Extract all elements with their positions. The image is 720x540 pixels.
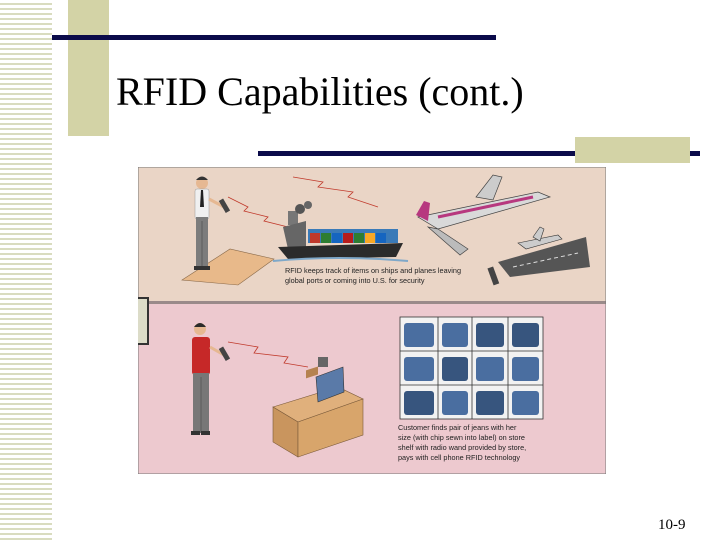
floor-mat — [181, 248, 275, 286]
small-plane — [517, 226, 563, 250]
bottom-caption-line-2: size (with chip sewn into label) on stor… — [398, 433, 525, 442]
olive-accent-right — [575, 137, 690, 163]
page-number: 10-9 — [658, 517, 686, 533]
slide-title: RFID Capabilities (cont.) — [116, 69, 524, 114]
navy-rule-middle — [258, 151, 700, 156]
navy-rule-top — [52, 35, 496, 40]
bottom-caption-line-4: pays with cell phone RFID technology — [398, 453, 520, 462]
rfid-illustration: RFID keeps track of items on ships and p… — [125, 166, 607, 475]
panel-divider — [138, 301, 606, 304]
top-caption-line-2: global ports or coming into U.S. for sec… — [285, 276, 425, 285]
bottom-caption-line-1: Customer finds pair of jeans with her — [398, 423, 517, 432]
airplane — [416, 174, 552, 256]
man-bottom — [191, 323, 231, 435]
label-box — [125, 297, 149, 345]
cargo-ship — [272, 201, 409, 262]
signal-wave-1 — [227, 196, 289, 228]
handheld-scanner — [487, 266, 500, 286]
olive-accent-top — [68, 0, 109, 136]
jeans-shelf — [399, 316, 544, 420]
top-caption-line-1: RFID keeps track of items on ships and p… — [285, 266, 461, 275]
runway — [498, 237, 590, 277]
checkout-register — [272, 357, 364, 458]
signal-wave-3 — [227, 341, 309, 368]
bottom-caption-line-3: shelf with radio wand provided by store, — [398, 443, 526, 452]
striped-sidebar — [0, 0, 52, 540]
signal-wave-2 — [292, 176, 379, 208]
man-top — [194, 176, 231, 270]
